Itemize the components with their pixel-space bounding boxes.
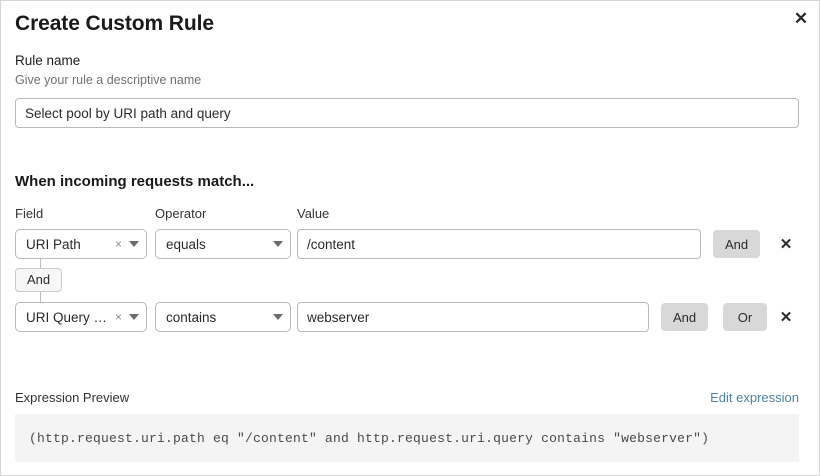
rule-name-help: Give your rule a descriptive name	[15, 73, 202, 87]
operator-select-1-value: equals	[166, 236, 206, 252]
value-input-2[interactable]	[297, 302, 649, 332]
condition-row: URI Query St... × contains And Or ✕	[15, 302, 805, 332]
conditions-section-title: When incoming requests match...	[15, 173, 255, 190]
connector-and-badge[interactable]: And	[15, 268, 63, 292]
expression-preview-header: Expression Preview Edit expression	[15, 390, 799, 408]
clear-icon[interactable]: ×	[114, 237, 122, 251]
clear-icon[interactable]: ×	[114, 310, 122, 324]
field-select-2[interactable]: URI Query St... ×	[15, 302, 147, 332]
rule-name-input[interactable]	[15, 98, 799, 128]
dialog-header: Create Custom Rule	[15, 9, 805, 43]
operator-select-2[interactable]: contains	[155, 302, 291, 332]
close-icon[interactable]: ✕	[793, 8, 809, 28]
rule-name-label: Rule name	[15, 53, 81, 68]
condition-row: URI Path × equals And ✕	[15, 229, 805, 259]
field-select-2-value: URI Query St...	[26, 309, 115, 325]
column-header-field: Field	[15, 206, 44, 221]
edit-expression-link[interactable]: Edit expression	[710, 390, 799, 405]
condition-column-headers: Field Operator Value	[15, 206, 799, 224]
delete-condition-icon-1[interactable]: ✕	[779, 235, 793, 253]
page-title: Create Custom Rule	[15, 12, 214, 35]
expression-preview-label: Expression Preview	[15, 390, 130, 405]
delete-condition-icon-2[interactable]: ✕	[779, 308, 793, 326]
chevron-down-icon	[129, 241, 139, 247]
and-button-1[interactable]: And	[713, 230, 761, 258]
and-button-2[interactable]: And	[661, 303, 709, 331]
chevron-down-icon	[273, 314, 283, 320]
operator-select-2-value: contains	[166, 309, 217, 325]
column-header-operator: Operator	[155, 206, 207, 221]
value-input-1[interactable]	[297, 229, 701, 259]
field-select-1-value: URI Path	[26, 236, 81, 252]
condition-connector: And	[15, 259, 135, 305]
operator-select-1[interactable]: equals	[155, 229, 291, 259]
expression-preview-text: (http.request.uri.path eq "/content" and…	[29, 430, 710, 446]
field-select-1[interactable]: URI Path ×	[15, 229, 147, 259]
chevron-down-icon	[129, 314, 139, 320]
expression-preview-box: (http.request.uri.path eq "/content" and…	[15, 414, 799, 462]
column-header-value: Value	[297, 206, 330, 221]
or-button-2[interactable]: Or	[723, 303, 767, 331]
rule-name-section: Rule name Give your rule a descriptive n…	[15, 52, 799, 128]
chevron-down-icon	[273, 241, 283, 247]
